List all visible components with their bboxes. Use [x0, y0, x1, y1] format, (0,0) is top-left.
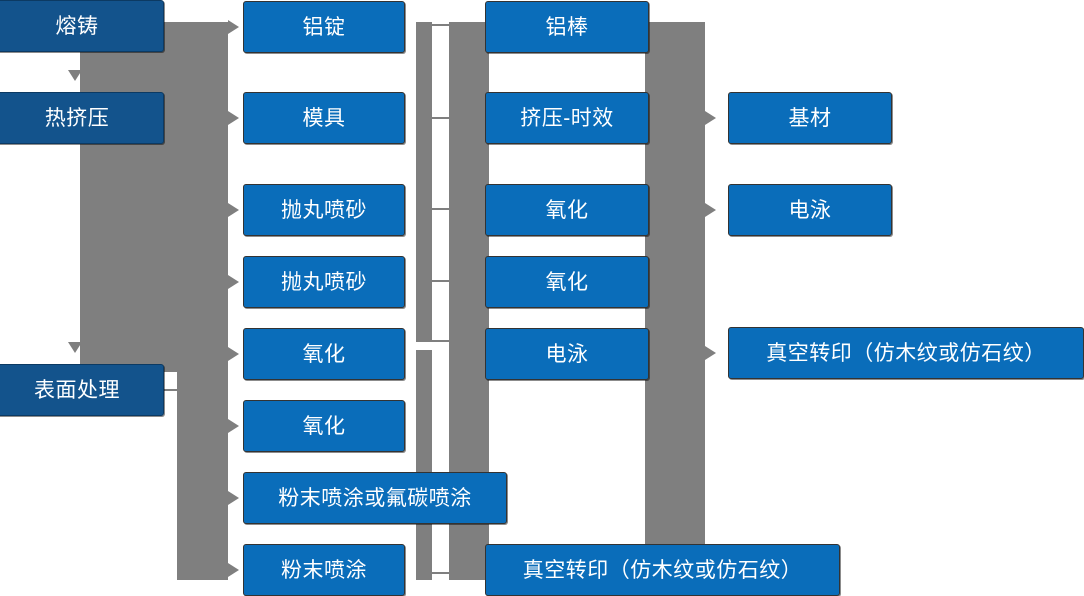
proc-oxidize-3-label: 氧化: [545, 198, 589, 222]
stage-melting-label: 熔铸: [55, 14, 99, 38]
stage-surface-label: 表面处理: [34, 378, 120, 402]
connector-trunk-two-left-lower: [416, 350, 432, 580]
proc-ingot-label: 铝锭: [302, 15, 346, 39]
connector-arrow-down-extrude: [68, 70, 82, 81]
connector-surface-stub: [163, 389, 185, 391]
proc-oxidize-2-label: 氧化: [302, 414, 346, 438]
connector-tick-one: [430, 24, 452, 26]
proc-extrude-age-label: 挤压-时效: [520, 106, 614, 130]
result-vacuum-label: 真空转印（仿木纹或仿石纹）: [766, 341, 1046, 365]
proc-oxidize-1-label: 氧化: [302, 342, 346, 366]
proc-oxidize-3[interactable]: 氧化: [485, 184, 649, 236]
proc-mould[interactable]: 模具: [243, 92, 405, 144]
connector-trunk-one-upper: [80, 22, 228, 372]
proc-powder-fc-label: 粉末喷涂或氟碳喷涂: [278, 486, 472, 510]
stage-extrude-label: 热挤压: [44, 106, 110, 130]
connector-trunk-two-left-upper: [416, 22, 432, 342]
proc-oxidize-1[interactable]: 氧化: [243, 328, 405, 380]
connector-arrow-to-shotblast-2: [228, 275, 239, 289]
connector-tick-two: [430, 117, 452, 119]
proc-shotblast-2[interactable]: 抛丸喷砂: [243, 256, 405, 308]
stage-melting[interactable]: 熔铸: [0, 0, 164, 52]
proc-bar[interactable]: 铝棒: [485, 1, 649, 53]
connector-arrow-to-powder-fc: [228, 491, 239, 505]
stage-extrude[interactable]: 热挤压: [0, 92, 164, 144]
connector-tick-four: [430, 280, 452, 282]
connector-arrow-to-powder: [228, 563, 239, 577]
proc-powder-fc[interactable]: 粉末喷涂或氟碳喷涂: [243, 472, 507, 524]
proc-oxidize-4[interactable]: 氧化: [485, 256, 649, 308]
connector-arrow-to-shotblast-1: [228, 203, 239, 217]
stage-surface[interactable]: 表面处理: [0, 364, 164, 416]
connector-tick-five: [430, 340, 452, 342]
connector-tick-three: [430, 208, 452, 210]
result-electro[interactable]: 电泳: [728, 184, 892, 236]
proc-electro-1-label: 电泳: [545, 342, 589, 366]
connector-arrow-to-oxidize-1: [228, 347, 239, 361]
connector-arrow-to-electro: [705, 203, 716, 217]
proc-ingot[interactable]: 铝锭: [243, 1, 405, 53]
proc-extrude-age[interactable]: 挤压-时效: [485, 92, 649, 144]
proc-shotblast-1-label: 抛丸喷砂: [281, 198, 367, 222]
proc-powder[interactable]: 粉末喷涂: [243, 544, 405, 596]
connector-tick-six: [430, 572, 452, 574]
result-substrate[interactable]: 基材: [728, 92, 892, 144]
proc-powder-label: 粉末喷涂: [281, 558, 367, 582]
connector-arrow-to-oxidize-2: [228, 419, 239, 433]
proc-bar-label: 铝棒: [545, 15, 589, 39]
proc-electro-1[interactable]: 电泳: [485, 328, 649, 380]
result-substrate-label: 基材: [788, 106, 832, 130]
proc-shotblast-1[interactable]: 抛丸喷砂: [243, 184, 405, 236]
connector-arrow-to-vacuum: [705, 346, 716, 360]
proc-vacuum-1[interactable]: 真空转印（仿木纹或仿石纹）: [485, 544, 840, 596]
proc-shotblast-2-label: 抛丸喷砂: [281, 270, 367, 294]
proc-mould-label: 模具: [302, 106, 346, 130]
result-vacuum[interactable]: 真空转印（仿木纹或仿石纹）: [728, 327, 1084, 379]
connector-trunk-three: [645, 22, 705, 580]
result-electro-label: 电泳: [788, 198, 832, 222]
connector-trunk-one-lower: [177, 372, 228, 580]
connector-arrow-down-surface: [68, 342, 82, 353]
proc-oxidize-2[interactable]: 氧化: [243, 400, 405, 452]
connector-arrow-to-ingot: [228, 20, 239, 34]
proc-vacuum-1-label: 真空转印（仿木纹或仿石纹）: [522, 558, 803, 582]
connector-arrow-to-mould: [228, 111, 239, 125]
proc-oxidize-4-label: 氧化: [545, 270, 589, 294]
connector-arrow-to-substrate: [705, 111, 716, 125]
